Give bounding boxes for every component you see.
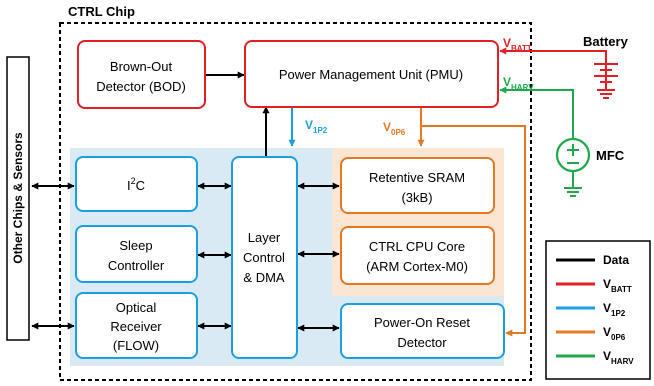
mfc-label: MFC [596,148,625,163]
bod-block [77,40,206,109]
vharv-wire [499,86,574,139]
por-label-line1: Power-On Reset [374,315,470,330]
battery-icon [594,51,618,99]
i2c-label: I2C [127,176,145,193]
chip-boundary [59,22,532,381]
battery-label: Battery [583,34,629,49]
legend-label: Data [603,253,629,267]
layer-control-dma-block [231,156,298,359]
optical-label-line1: Optical [116,300,157,315]
legend-label: VHARV [603,349,634,366]
bod-label-line2: Detector (BOD) [96,79,186,94]
por-label-line2: Detector [397,335,447,350]
retentive-sram-block [340,157,495,214]
por-detector-block [340,303,505,359]
sleep-label-line1: Sleep [119,238,152,253]
i2c-block [75,156,198,212]
cpu-label-line2: (ARM Cortex-M0) [366,259,468,274]
sram-label-line1: Retentive SRAM [369,170,465,185]
legend-label: V1P2 [603,301,626,318]
optical-label-line2: Receiver [110,319,162,334]
cpu-core-block [340,226,495,285]
optical-receiver-block [75,292,198,359]
pmu-label: Power Management Unit (PMU) [279,67,463,82]
layer-label-line3: & DMA [243,270,285,285]
sleep-label-line2: Controller [108,258,165,273]
optical-label-line3: (FLOW) [113,338,159,353]
v1p2-label: V1P2 [305,118,328,135]
layer-label-line1: Layer [248,230,281,245]
sram-label-line2: (3kB) [401,190,432,205]
sleep-controller-block [75,225,198,283]
vharv-label: VHARV [503,75,534,92]
cpu-label-line1: CTRL CPU Core [369,239,465,254]
legend-label: VBATT [603,277,632,294]
other-chips-label: Other Chips & Sensors [11,132,25,264]
mfc-source-icon [555,137,591,197]
legend-label: V0P6 [603,325,626,342]
chip-title: CTRL Chip [68,4,135,19]
layer-label-line2: Control [243,250,285,265]
vbatt-label: VBATT [503,36,532,53]
bod-label-line1: Brown-Out [110,59,173,74]
pmu-block [244,40,499,108]
other-chips-block [6,56,30,341]
v0p6-label: V0P6 [383,120,406,137]
legend-box [545,240,651,380]
v0p6-wire-to-por [421,125,526,337]
